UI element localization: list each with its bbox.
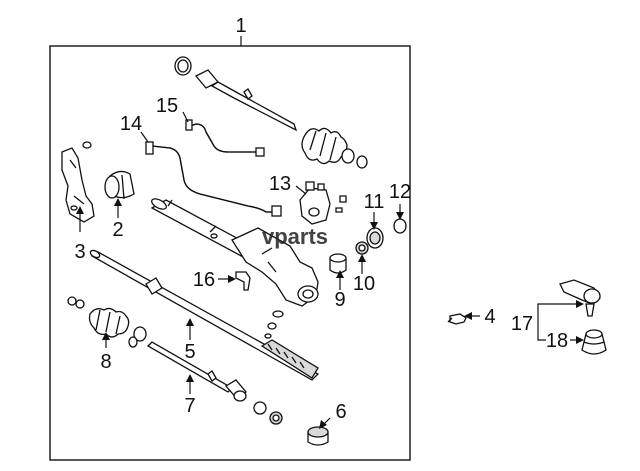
mount-bushing-2 <box>104 170 135 200</box>
small-o-ring <box>82 141 92 149</box>
watermark: vparts <box>262 224 328 249</box>
callout-7-label: 7 <box>184 395 195 417</box>
adjuster-nut-10 <box>355 241 369 255</box>
mounting-bracket-3 <box>61 147 95 223</box>
pinion-seal-11 <box>366 227 384 249</box>
callout-3: 3 <box>74 206 86 263</box>
bushing-9 <box>329 253 347 274</box>
snap-ring-12 <box>393 218 407 234</box>
callout-5: 5 <box>184 318 196 363</box>
callout-17-label: 17 <box>511 313 533 335</box>
fitting-4 <box>447 313 467 325</box>
callout-5-label: 5 <box>184 341 195 363</box>
assembly-frame <box>49 45 411 461</box>
boot-clamps-left <box>67 296 85 309</box>
callout-14: 14 <box>120 113 149 143</box>
callout-12-label: 12 <box>389 181 411 203</box>
control-valve-13 <box>299 181 331 225</box>
callout-9-label: 9 <box>334 289 345 311</box>
callout-4: 4 <box>464 306 496 328</box>
mount-bushing-6 <box>307 426 329 446</box>
callout-14-label: 14 <box>120 113 142 135</box>
rack-housing <box>150 198 319 307</box>
callout-4-label: 4 <box>484 306 495 328</box>
callout-18-label: 18 <box>546 330 568 352</box>
callout-18: 18 <box>546 330 584 352</box>
callout-13-label: 13 <box>269 173 291 195</box>
callout-9: 9 <box>334 270 346 311</box>
return-line-14 <box>145 141 282 217</box>
jam-nut-rings <box>253 401 283 425</box>
callout-13: 13 <box>269 173 307 195</box>
callout-8: 8 <box>100 332 112 373</box>
callout-8-label: 8 <box>100 351 111 373</box>
callout-16-label: 16 <box>193 269 215 291</box>
ball-joint-boot-18 <box>581 329 607 355</box>
callout-16: 16 <box>193 269 236 291</box>
valve-bolts <box>335 195 347 213</box>
callout-6-label: 6 <box>335 401 346 423</box>
boot-clamp-top <box>174 56 192 76</box>
clip-16 <box>235 271 251 291</box>
callout-2-label: 2 <box>112 219 123 241</box>
rack-shaft-5 <box>89 249 320 381</box>
inner-tie-rod-upper <box>194 69 298 132</box>
callout-11: 11 <box>364 191 385 230</box>
boot-clamps-upper-right <box>341 148 368 169</box>
callout-10-label: 10 <box>353 273 375 295</box>
rack-boot-8 <box>88 307 130 338</box>
callout-1: 1 <box>235 15 247 46</box>
rack-boot-upper <box>301 127 348 165</box>
callout-11-label: 11 <box>364 191 385 213</box>
callout-10: 10 <box>353 254 375 295</box>
callout-1-label: 1 <box>235 15 246 37</box>
pressure-line-15 <box>185 119 265 157</box>
callout-7: 7 <box>184 374 196 417</box>
callout-15: 15 <box>156 95 189 123</box>
outer-tie-rod-end-17 <box>559 279 601 317</box>
callout-17-bracket: 17 <box>511 300 584 341</box>
callout-12: 12 <box>389 181 411 220</box>
boot-clamps-8 <box>128 326 147 348</box>
callout-3-label: 3 <box>74 241 85 263</box>
callout-2: 2 <box>112 198 124 241</box>
inner-tie-rod-7 <box>146 341 247 402</box>
seal-rings-lower <box>264 310 284 339</box>
callout-15-label: 15 <box>156 95 178 117</box>
callout-6: 6 <box>319 401 347 429</box>
